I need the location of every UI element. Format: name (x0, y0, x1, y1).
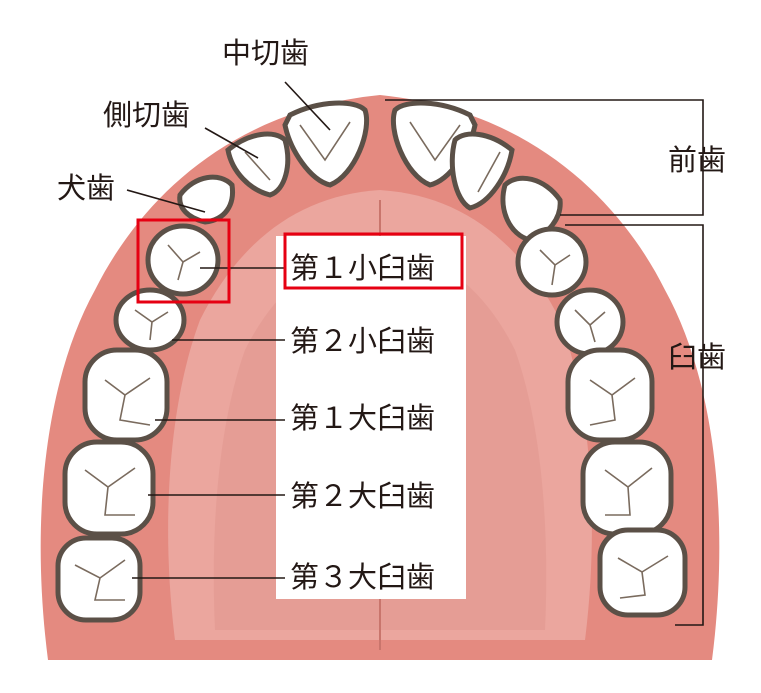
label-third-molar: 第３大臼歯 (290, 560, 435, 594)
label-second-molar: 第２大臼歯 (290, 479, 435, 513)
leader-lines (126, 81, 704, 626)
label-canine: 犬歯 (57, 171, 115, 205)
canine-left (177, 174, 236, 225)
first-premolar-left (145, 223, 221, 297)
central-incisor-left (282, 100, 369, 188)
label-box (276, 236, 466, 599)
first-molar-right (565, 347, 655, 443)
label-molars: 臼歯 (668, 340, 726, 374)
tooth-grooves (74, 121, 669, 601)
second-premolar-right (554, 287, 626, 357)
second-molar-left (62, 439, 156, 537)
label-first-molar: 第１大臼歯 (290, 401, 435, 435)
label-second-premolar: 第２小臼歯 (290, 324, 435, 358)
second-molar-right (580, 439, 674, 537)
label-first-premolar: 第１小臼歯 (290, 251, 435, 285)
label-lateral-incisor: 側切歯 (103, 98, 190, 132)
lateral-incisor-right (449, 131, 515, 211)
label-anterior-teeth: 前歯 (668, 143, 726, 177)
highlight-tooth-box (136, 218, 231, 304)
label-central-incisor: 中切歯 (222, 36, 309, 70)
highlight-label-box (283, 232, 464, 290)
